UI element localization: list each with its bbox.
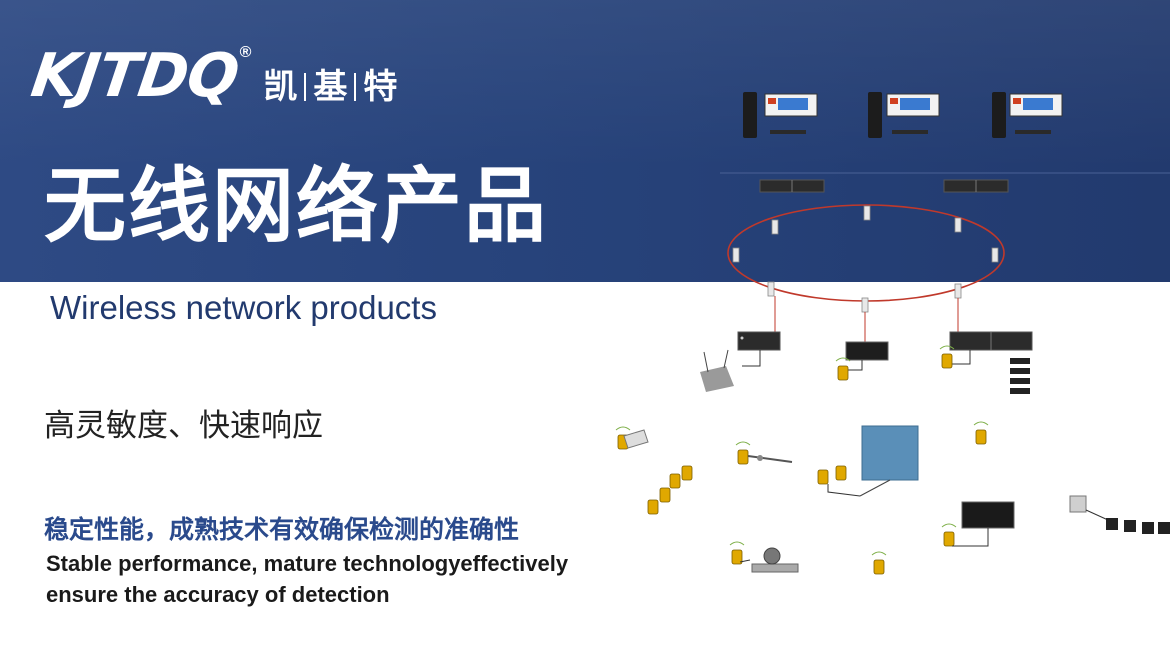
monitoring-station-3	[992, 92, 1063, 138]
relay-blocks-lower	[1106, 518, 1170, 534]
blue-header-band	[0, 0, 1170, 282]
logo-char-1: 凯	[263, 67, 298, 107]
terminal-strip-left	[623, 429, 649, 449]
gateway-controller-2	[949, 331, 1033, 351]
gateway-controller-1	[737, 331, 781, 351]
title-english: Wireless network products	[50, 289, 437, 326]
wifi-signal-icons	[615, 345, 989, 556]
logo-char-2: 基	[313, 67, 348, 107]
flowmeter	[739, 547, 799, 573]
logo-latin-text: KJTDQ	[27, 41, 243, 111]
wireless-network-diagram	[615, 92, 1170, 575]
kjtdq-logo: KJTDQ ® 凯 基 特	[27, 41, 397, 111]
feature-stability-cn: 稳定性能，成熟技术有效确保检测的准确性	[44, 515, 520, 544]
floor-plate-sensor	[827, 425, 919, 497]
wireless-sensors	[617, 353, 987, 575]
network-switch-1	[759, 179, 825, 193]
header-shine	[0, 0, 1170, 282]
access-point-left	[700, 349, 734, 392]
level-probe	[747, 455, 793, 463]
feature-sensitivity: 高灵敏度、快速响应	[44, 408, 323, 444]
monitoring-station-1	[743, 92, 818, 138]
display-panel	[952, 501, 1015, 547]
logo-separator	[354, 73, 357, 101]
title-chinese: 无线网络产品	[44, 159, 549, 254]
monitoring-station-2	[868, 92, 940, 138]
touch-panel-1	[845, 341, 889, 361]
ring-nodes	[732, 205, 999, 313]
logo-char-3: 特	[363, 67, 398, 107]
network-switch-2	[943, 179, 1009, 193]
access-point-right	[1069, 495, 1109, 521]
logo-chinese-name: 凯 基 特	[263, 70, 397, 104]
registered-mark: ®	[239, 44, 252, 61]
relay-blocks-right	[1010, 358, 1030, 394]
logo-separator	[304, 73, 307, 101]
feature-stability-en: Stable performance, mature technologyeff…	[46, 551, 569, 607]
